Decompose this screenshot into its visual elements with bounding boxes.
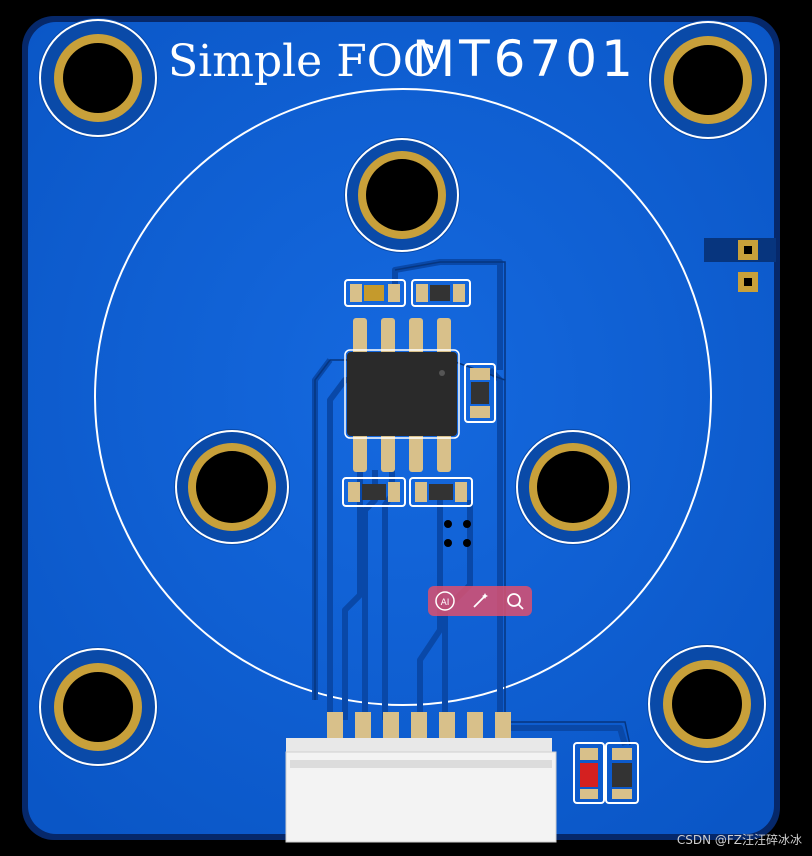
status-led: [573, 742, 605, 804]
jumper-pads: [704, 238, 776, 292]
magnifier-icon: [506, 593, 524, 610]
svg-text:AI: AI: [441, 598, 450, 608]
magic-edit-button[interactable]: [468, 589, 492, 613]
image-toolbar: AI: [428, 586, 532, 616]
mounting-hole-top-left: [38, 18, 158, 138]
connector-body: [285, 738, 557, 843]
magic-wand-icon: [473, 593, 488, 608]
mounting-hole-top-right: [648, 20, 768, 140]
mt6701-chip: [344, 318, 460, 472]
motor-hole-right: [515, 429, 631, 545]
mounting-hole-bottom-right: [647, 644, 767, 764]
ai-icon: AI: [435, 591, 456, 611]
board-label-simplefoc: Simple FOC: [168, 36, 436, 87]
capacitor-c5: [409, 477, 473, 507]
capacitor-c3: [464, 363, 496, 423]
capacitor-c4: [342, 477, 406, 507]
capacitor-c1: [344, 279, 406, 307]
connector-pins: [327, 712, 511, 746]
watermark: CSDN @FZ汪汪碎冰冰: [676, 833, 802, 847]
board-label-mt6701: MT6701: [412, 30, 637, 88]
magnet-outline-circle: [94, 88, 712, 706]
vias: [444, 520, 471, 547]
motor-hole-top: [344, 137, 460, 253]
led-resistor: [605, 742, 639, 804]
mounting-hole-bottom-left: [38, 647, 158, 767]
zoom-button[interactable]: [503, 589, 527, 613]
capacitor-c2: [411, 279, 471, 307]
motor-hole-left: [174, 429, 290, 545]
ai-button[interactable]: AI: [433, 589, 457, 613]
